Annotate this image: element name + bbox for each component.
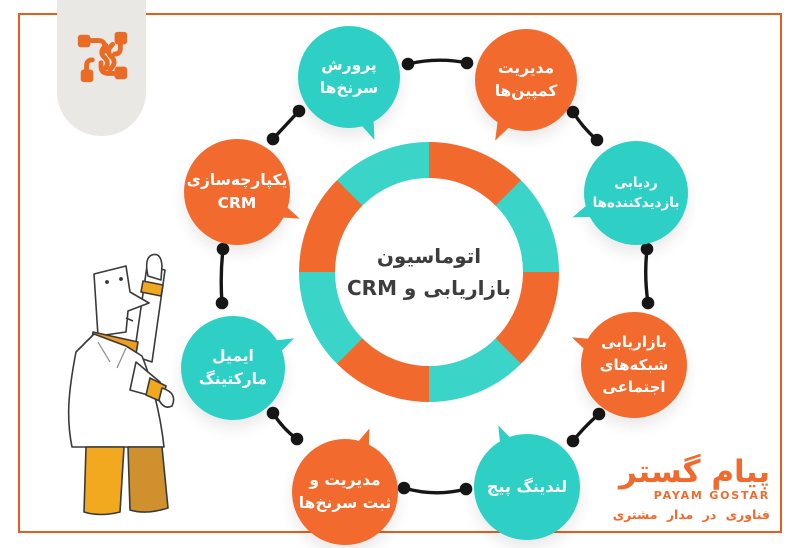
bubble-lead-nurturing: پرورش سرنخ‌ها <box>298 26 400 128</box>
brand-tagline: فناوری در مدار مشتری <box>612 506 770 522</box>
mascot-illustration <box>67 253 175 516</box>
bubble-landing-page: لندینگ پیج <box>474 434 580 540</box>
bubble-label: لندینگ پیج <box>486 477 568 496</box>
ring-hole: اتوماسیون بازاریابی و CRM <box>335 178 523 366</box>
bubble-email-marketing: ایمیل مارکتینگ <box>181 316 285 420</box>
bubble-crm-integration: یکپارچه‌سازی CRM <box>184 139 290 245</box>
bubble-label: مدیریت و ثبت سرنخ‌ها <box>298 470 392 512</box>
bubble-visitor-tracking: ردیابی بازدیدکننده‌ها <box>584 141 688 245</box>
bubble-label: ایمیل مارکتینگ <box>198 346 268 388</box>
bubble-label: یکپارچه‌سازی CRM <box>186 170 288 212</box>
bubble-label: پرورش سرنخ‌ها <box>319 55 379 97</box>
bubble-social-media-marketing: بازاریابی شبکه‌های اجتماعی <box>581 312 687 418</box>
bubble-campaign-management: مدیریت کمپین‌ها <box>475 29 577 131</box>
bubble-lead-capture: مدیریت و ثبت سرنخ‌ها <box>292 439 398 545</box>
bubble-label: مدیریت کمپین‌ها <box>494 58 558 100</box>
page-border-frame <box>18 13 782 533</box>
brand-name-en: PAYAM GOSTAR <box>653 488 770 502</box>
logo-badge <box>57 0 146 136</box>
bubble-label: بازاریابی شبکه‌های اجتماعی <box>599 333 669 397</box>
automation-ring: اتوماسیون بازاریابی و CRM <box>299 142 559 402</box>
diagram-title: اتوماسیون بازاریابی و CRM <box>346 244 511 300</box>
bubble-label: ردیابی بازدیدکننده‌ها <box>592 174 680 211</box>
payamgostar-network-icon <box>77 31 127 83</box>
payamgostar-wordmark: پیام گستر PAYAM GOSTAR فناوری در مدار مش… <box>612 454 771 522</box>
brand-name-fa: پیام گستر <box>619 454 771 490</box>
